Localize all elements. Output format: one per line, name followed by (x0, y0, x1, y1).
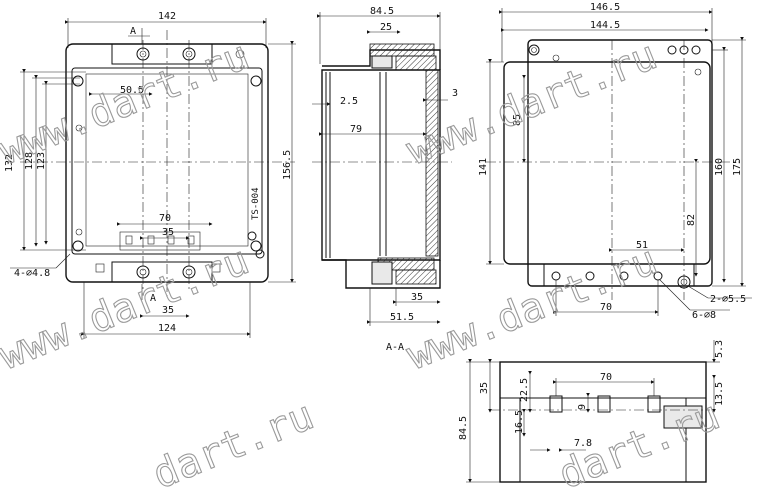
back-dim-85: 85 (512, 114, 523, 126)
section-dim-84-5: 84.5 (370, 6, 394, 17)
section-mark-bottom: A (150, 293, 156, 304)
section-dim-79: 79 (350, 124, 362, 135)
section-mark-top: A (130, 26, 136, 37)
dim-142: 142 (158, 11, 176, 22)
dim-132: 132 (4, 154, 15, 172)
section-dim-3: 3 (452, 88, 458, 99)
side-dim-5-3: 5.3 (714, 340, 725, 358)
watermark-text-1: www.dart.ru (0, 32, 255, 174)
side-dim-70: 70 (600, 372, 612, 383)
watermark-text-3: www.dart.ru (0, 237, 255, 379)
side-dim-22-5: 22.5 (519, 378, 530, 402)
side-dim-13-5: 13.5 (714, 382, 725, 406)
dim-124: 124 (158, 323, 176, 334)
back-hole-spec-6: 6-∅8 (692, 310, 716, 321)
section-label: A-A (386, 342, 404, 353)
back-dim-160: 160 (714, 158, 725, 176)
side-dim-7-8: 7.8 (574, 438, 592, 449)
dim-70: 70 (159, 213, 171, 224)
knockouts (95, 231, 221, 273)
back-dim-144-5: 144.5 (590, 20, 620, 31)
dim-35-bottom: 35 (162, 305, 174, 316)
dim-123: 123 (36, 152, 47, 170)
side-dim-9: 9 (577, 404, 588, 410)
dim-50-5: 50.5 (120, 85, 144, 96)
side-dim-35: 35 (479, 382, 490, 394)
watermark-text-5: dart.ru (147, 392, 321, 489)
back-dim-82: 82 (686, 214, 697, 226)
dim-128: 128 (24, 152, 35, 170)
dim-35-mid: 35 (162, 227, 174, 238)
dim-156-5: 156.5 (282, 150, 293, 180)
back-dim-175: 175 (732, 158, 743, 176)
side-view: 84.5 35 22.5 16.5 9 70 7.8 5.3 13.5 (458, 340, 725, 483)
back-view: 146.5 144.5 141 (478, 2, 752, 321)
hatch-top (369, 43, 435, 57)
section-dim-25: 25 (380, 22, 392, 33)
section-dim-2-5: 2.5 (340, 96, 358, 107)
back-hole-spec-2: 2-∅5.5 (710, 294, 746, 305)
hole-spec-front: 4-∅4.8 (14, 268, 50, 279)
side-dim-16-5: 16.5 (514, 410, 525, 434)
part-code: TS-004 (251, 187, 261, 220)
back-dim-141: 141 (478, 158, 489, 176)
side-body (499, 361, 707, 483)
side-dim-84-5: 84.5 (458, 416, 469, 440)
section-dim-35: 35 (411, 292, 423, 303)
section-view: 84.5 25 2.5 3 79 35 (312, 6, 458, 353)
back-dim-70: 70 (600, 302, 612, 313)
front-view: 142 A (4, 11, 296, 338)
back-dim-146-5: 146.5 (590, 2, 620, 13)
section-dim-51-5: 51.5 (390, 312, 414, 323)
back-dim-51: 51 (636, 240, 648, 251)
